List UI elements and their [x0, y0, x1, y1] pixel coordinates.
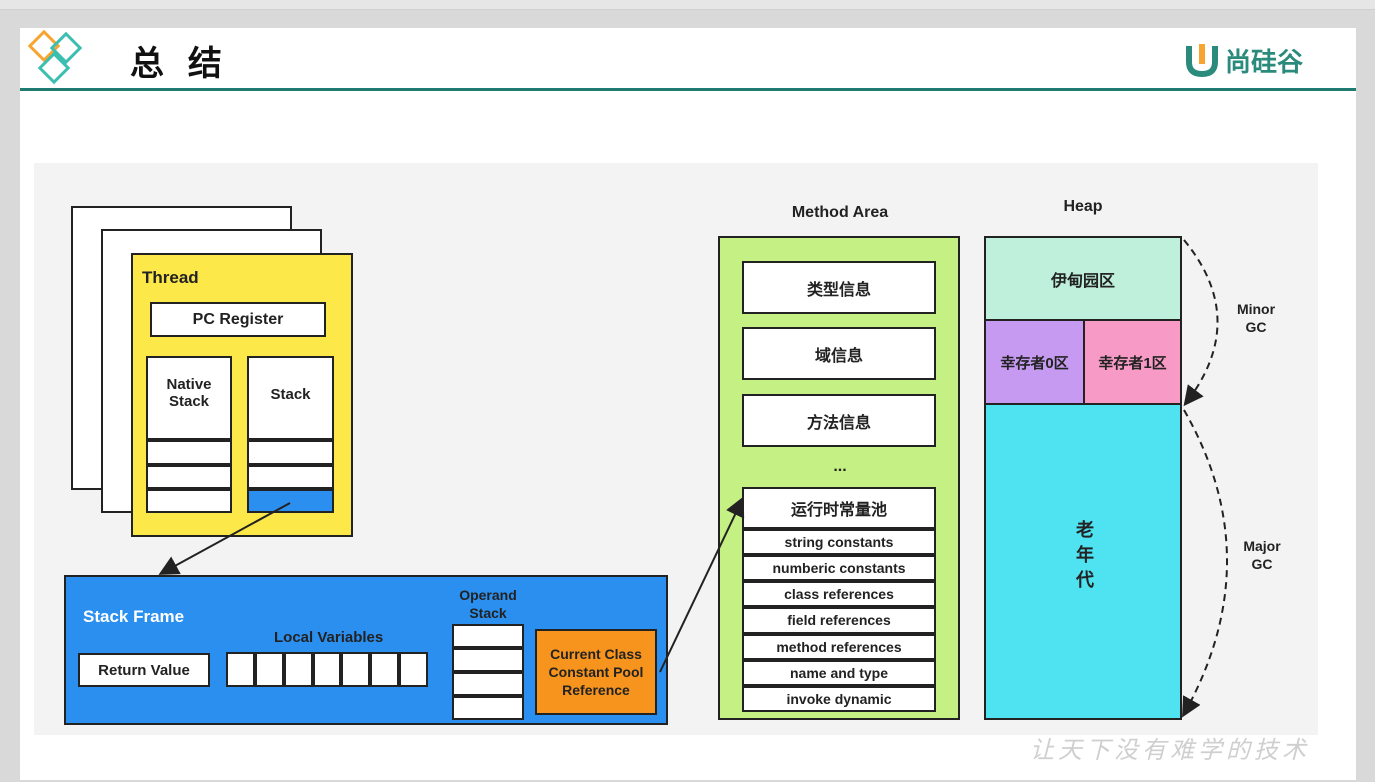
pc-register: PC Register — [150, 302, 326, 337]
pool-item: class references — [742, 581, 936, 608]
field-info: 域信息 — [742, 327, 936, 380]
local-variable-slot — [312, 652, 342, 687]
minor-gc-label: Minor GC — [1236, 301, 1276, 335]
current-stack-frame-slot — [247, 489, 334, 513]
old-generation-label: 老年代 — [1076, 520, 1094, 590]
survivor-0: 幸存者0区 — [984, 319, 1085, 405]
thread-label: Thread — [142, 268, 199, 287]
current-class-constant-pool-reference: Current Class Constant Pool Reference — [535, 629, 657, 715]
pool-item: numberic constants — [742, 555, 936, 582]
local-variable-slot — [283, 652, 313, 687]
native-stack-slot — [146, 489, 232, 513]
page-title: 总 结 — [130, 44, 228, 84]
pool-item: name and type — [742, 659, 936, 686]
major-gc-label: Major GC — [1243, 538, 1281, 572]
pool-item: string constants — [742, 529, 936, 556]
java-stack-slot — [247, 440, 334, 465]
heap-title: Heap — [1063, 198, 1103, 215]
runtime-constant-pool-title: 运行时常量池 — [742, 487, 936, 529]
local-variable-slot — [370, 652, 400, 687]
ellipsis: ... — [833, 458, 847, 475]
brand-logo-text: 尚硅谷 — [1225, 48, 1304, 78]
return-value: Return Value — [78, 653, 210, 687]
method-area-title: Method Area — [791, 204, 889, 221]
java-stack: Stack — [247, 356, 334, 440]
operand-stack-slot — [452, 648, 524, 672]
local-variable-slot — [226, 652, 255, 687]
local-variable-slot — [399, 652, 429, 687]
method-info: 方法信息 — [742, 394, 936, 447]
old-generation — [984, 403, 1182, 720]
type-info: 类型信息 — [742, 261, 936, 314]
stack-frame-label: Stack Frame — [83, 607, 185, 626]
operand-stack-slot — [452, 624, 524, 648]
eden-space: 伊甸园区 — [984, 236, 1182, 321]
java-stack-slot — [247, 465, 334, 489]
local-variable-slot — [254, 652, 284, 687]
minor-gc-arrow — [1183, 239, 1219, 407]
pool-item: field references — [742, 607, 936, 634]
diamond-logo-icon — [27, 30, 83, 85]
local-variables-array — [226, 652, 429, 687]
stack-to-frame-arrow — [158, 502, 291, 575]
operand-stack — [452, 624, 524, 720]
operand-stack-slot — [452, 696, 524, 720]
watermark: 让天下没有难学的技术 — [1030, 736, 1310, 764]
native-stack: Native Stack — [146, 356, 232, 440]
pool-item: invoke dynamic — [742, 685, 936, 712]
operand-stack-label: Operand Stack — [459, 587, 517, 621]
native-stack-slot — [146, 465, 232, 489]
runtime-constant-pool: 运行时常量池 string constants numberic constan… — [742, 487, 936, 712]
title-underline — [20, 88, 1356, 91]
reference-to-pool-arrow — [659, 496, 745, 673]
brand-logo-icon — [1186, 44, 1218, 78]
local-variables-label: Local Variables — [274, 629, 384, 646]
local-variable-slot — [341, 652, 371, 687]
native-stack-slot — [146, 440, 232, 465]
pool-item: method references — [742, 633, 936, 660]
major-gc-arrow — [1182, 409, 1228, 718]
top-toolbar-strip — [0, 0, 1375, 10]
operand-stack-slot — [452, 672, 524, 696]
survivor-1: 幸存者1区 — [1083, 319, 1182, 405]
